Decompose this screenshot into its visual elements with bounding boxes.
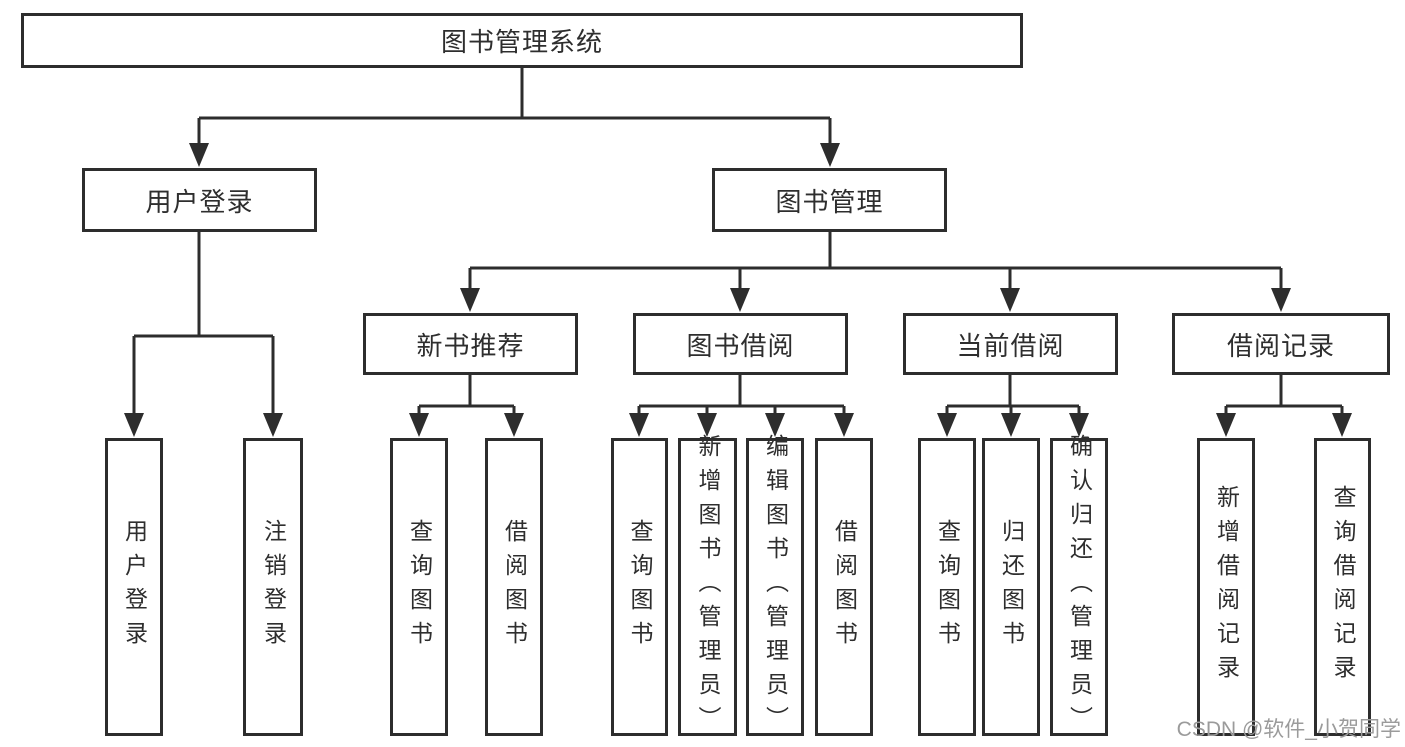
node-book-management-label: 图书管理	[775, 186, 884, 217]
node-borrowing-records-label: 借阅记录	[1226, 330, 1335, 361]
connector-sec0-children	[417, 375, 516, 414]
connector-sec3-children	[1224, 375, 1344, 414]
arrow-down-icon	[730, 288, 750, 312]
arrow-down-icon	[1000, 288, 1020, 312]
arrowheads	[124, 143, 1352, 437]
leaf-borrow-books-recommend-label: 借阅图书	[501, 519, 528, 655]
leaf-borrow-books-label: 借阅图书	[831, 519, 858, 655]
node-book-management: 图书管理	[712, 168, 947, 232]
arrow-down-icon	[409, 413, 429, 437]
leaf-add-books-admin-label: 新增图书（管理员）	[695, 434, 721, 740]
arrow-down-icon	[504, 413, 524, 437]
arrow-down-icon	[189, 143, 209, 167]
leaf-user-login: 用户登录	[105, 438, 163, 736]
node-book-borrowing: 图书借阅	[633, 313, 848, 375]
leaf-query-books-current: 查询图书	[918, 438, 976, 736]
arrow-down-icon	[697, 413, 717, 437]
node-root-system: 图书管理系统	[21, 13, 1023, 68]
arrow-down-icon	[629, 413, 649, 437]
leaf-logout: 注销登录	[243, 438, 303, 736]
arrow-down-icon	[937, 413, 957, 437]
arrow-down-icon	[1069, 413, 1089, 437]
arrow-down-icon	[1332, 413, 1352, 437]
node-root-label: 图书管理系统	[440, 27, 603, 57]
leaf-user-login-label: 用户登录	[121, 519, 148, 655]
arrow-down-icon	[124, 413, 144, 437]
connector-sec2-children	[945, 375, 1081, 414]
arrow-down-icon	[834, 413, 854, 437]
connector-book-mgmt-sections	[468, 232, 1283, 290]
leaf-return-books: 归还图书	[982, 438, 1040, 736]
leaf-logout-label: 注销登录	[260, 519, 287, 655]
arrow-down-icon	[460, 288, 480, 312]
leaf-add-books-admin: 新增图书（管理员）	[678, 434, 737, 740]
leaf-query-books-current-label: 查询图书	[934, 519, 961, 655]
leaf-confirm-return-admin: 确认归还（管理员）	[1050, 434, 1108, 740]
arrow-down-icon	[765, 413, 785, 437]
arrow-down-icon	[820, 143, 840, 167]
node-current-borrowing-label: 当前借阅	[956, 330, 1065, 361]
node-new-book-recommend: 新书推荐	[363, 313, 578, 375]
connector-sec1-children	[637, 375, 846, 414]
node-borrowing-records: 借阅记录	[1172, 313, 1390, 375]
leaf-query-borrow-record-label: 查询借阅记录	[1330, 485, 1356, 689]
leaf-query-books-borrowing-label: 查询图书	[627, 519, 653, 655]
arrow-down-icon	[1216, 413, 1236, 437]
arrow-down-icon	[1271, 288, 1291, 312]
node-user-login-label: 用户登录	[145, 186, 254, 217]
node-current-borrowing: 当前借阅	[903, 313, 1118, 375]
connector-user-login-children	[132, 232, 275, 415]
connector-root-to-level1	[197, 68, 832, 145]
leaf-borrow-books-recommend: 借阅图书	[485, 438, 543, 736]
arrow-down-icon	[263, 413, 283, 437]
leaf-query-borrow-record: 查询借阅记录	[1314, 438, 1371, 736]
node-new-book-recommend-label: 新书推荐	[416, 330, 525, 361]
leaf-query-books-borrowing: 查询图书	[611, 438, 668, 736]
leaf-confirm-return-admin-label: 确认归还（管理员）	[1066, 434, 1093, 740]
node-book-borrowing-label: 图书借阅	[686, 330, 795, 361]
node-user-login: 用户登录	[82, 168, 317, 232]
csdn-watermark: CSDN @软件_小贺同学	[1176, 718, 1401, 741]
arrow-down-icon	[1001, 413, 1021, 437]
leaf-query-books-recommend-label: 查询图书	[406, 519, 433, 655]
leaf-query-books-recommend: 查询图书	[390, 438, 448, 736]
leaf-add-borrow-record: 新增借阅记录	[1197, 438, 1255, 736]
leaf-edit-books-admin: 编辑图书（管理员）	[746, 434, 804, 740]
leaf-borrow-books: 借阅图书	[815, 438, 873, 736]
leaf-add-borrow-record-label: 新增借阅记录	[1213, 485, 1240, 689]
leaf-return-books-label: 归还图书	[998, 519, 1025, 655]
leaf-edit-books-admin-label: 编辑图书（管理员）	[762, 434, 789, 740]
